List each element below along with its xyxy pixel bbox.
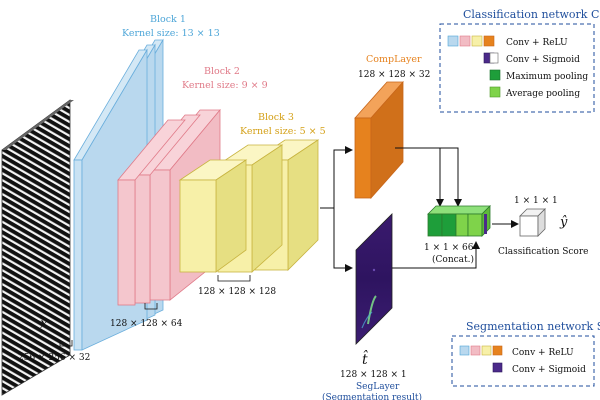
- legend-c-item-3: Maximum pooling: [506, 72, 588, 82]
- output-name: Classification Score: [498, 247, 588, 257]
- multicolor-conv-relu-icon: [447, 35, 495, 47]
- legend-c-item-1: Conv + ReLU: [506, 38, 568, 48]
- block2-bracket: [144, 303, 158, 310]
- concat-dims: 1 × 1 × 66: [424, 243, 474, 253]
- input-bracket: [59, 340, 73, 347]
- legend-classification: Classification network C Conv + ReLU Con…: [439, 8, 599, 113]
- comp-layer-dims: 128 × 128 × 32: [358, 70, 430, 80]
- lightgreen-avgpool-icon: [489, 86, 501, 98]
- seg-layer-block: [355, 213, 393, 345]
- block2-kernel: Kernel size: 9 × 9: [182, 80, 268, 91]
- legend-classification-frame: [439, 23, 595, 113]
- purple-conv-sigmoid-icon: [492, 362, 503, 373]
- block1-kernel: Kernel size: 13 × 13: [122, 28, 220, 39]
- block3-title: Block 3: [258, 112, 294, 123]
- output-cube: [519, 208, 546, 237]
- block3-layers: [178, 139, 320, 273]
- input-label: x: [40, 316, 48, 332]
- legend-segmentation: Segmentation network S Conv + ReLU Conv …: [451, 320, 600, 387]
- seg-layer-label: t̂: [362, 349, 368, 368]
- legend-c-item-4: Average pooling: [505, 89, 580, 99]
- output-dims: 1 × 1 × 1: [514, 196, 558, 206]
- seg-layer-subtitle: (Segmentation result): [322, 392, 422, 400]
- legend-c-item-2: Conv + Sigmoid: [506, 55, 580, 65]
- legend-s-item-1: Conv + ReLU: [512, 348, 574, 358]
- comp-layer-block: [354, 80, 404, 200]
- concat-vector: [427, 205, 491, 237]
- comp-layer-name: CompLayer: [366, 54, 422, 65]
- legend-s-item-2: Conv + Sigmoid: [512, 365, 586, 375]
- input-dims: 256 × 256 × 32: [18, 353, 90, 363]
- seg-layer-name: SegLayer: [356, 382, 400, 392]
- green-maxpool-icon: [489, 69, 501, 81]
- seg-layer-dims: 128 × 128 × 1: [340, 370, 407, 380]
- block3-dims: 128 × 128 × 128: [198, 287, 276, 297]
- output-label: ŷ: [559, 215, 568, 230]
- multicolor-conv-relu-icon: [459, 345, 503, 356]
- legend-segmentation-title: Segmentation network S: [466, 320, 600, 333]
- legend-segmentation-frame: [451, 335, 595, 387]
- branch-connectors: [320, 146, 353, 272]
- concat-name: (Concat.): [432, 254, 474, 265]
- block3-kernel: Kernel size: 5 × 5: [240, 126, 326, 137]
- block1-title: Block 1: [150, 14, 186, 25]
- input-image-stack: [1, 99, 74, 396]
- purple-conv-sigmoid-icon: [483, 52, 499, 64]
- legend-classification-title: Classification network C: [463, 8, 599, 21]
- block3-bracket: [217, 275, 251, 282]
- concat-connectors: [392, 147, 480, 269]
- block2-dims: 128 × 128 × 64: [110, 319, 183, 329]
- block2-title: Block 2: [204, 66, 240, 77]
